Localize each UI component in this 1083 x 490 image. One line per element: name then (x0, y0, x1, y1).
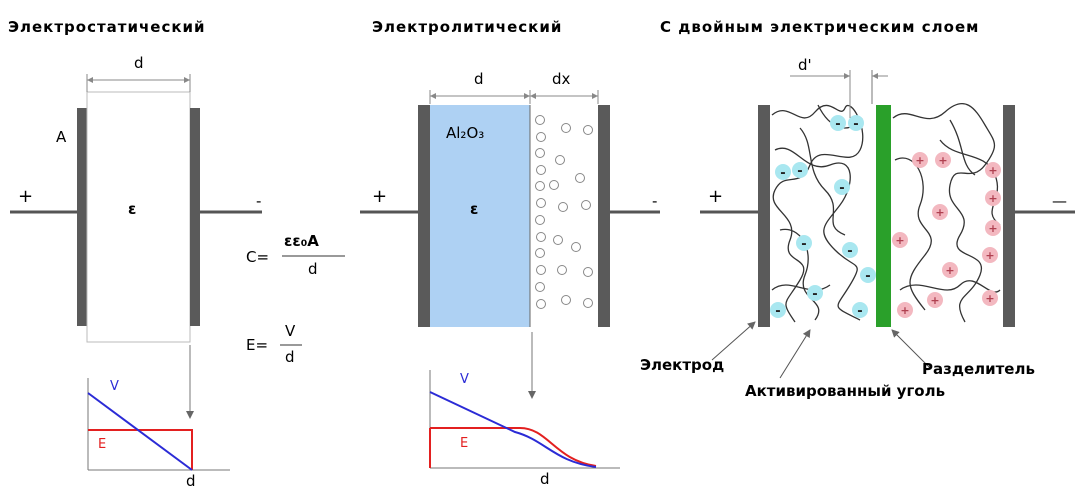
svg-text:-: - (801, 237, 806, 252)
separator-label: Разделитель (922, 360, 1035, 378)
electrolytic-plus: + (372, 186, 388, 207)
capacitance-denominator: d (308, 260, 318, 278)
electrostatic-plus: + (18, 186, 34, 207)
right-plate (190, 108, 200, 326)
electrostatic-graph (87, 378, 230, 471)
capacitance-lhs: C= (246, 248, 270, 266)
electrolytic-d-label: d (474, 70, 484, 88)
electrolyte-bubbles (535, 115, 593, 309)
svg-text:+: + (895, 234, 904, 247)
potential-line (87, 392, 193, 471)
separator-leader (891, 329, 931, 369)
title-electrolytic: Электролитический (372, 18, 563, 36)
dielectric-region (86, 91, 191, 343)
double-layer-plus: + (708, 186, 724, 207)
electrostatic-epsilon: ε (128, 200, 137, 218)
svg-text:+: + (930, 294, 939, 307)
svg-text:+: + (988, 164, 997, 177)
svg-text:+: + (985, 292, 994, 305)
svg-text:+: + (935, 206, 944, 219)
title-electrostatic: Электростатический (8, 18, 206, 36)
electrolytic-graph-d: d (540, 470, 550, 488)
right-electrode (1003, 105, 1015, 327)
electrostatic-area-label: A (56, 128, 67, 146)
svg-text:-: - (865, 269, 870, 284)
svg-text:-: - (797, 164, 802, 179)
svg-text:-: - (812, 287, 817, 302)
activated-carbon-label: Активированный уголь (745, 382, 946, 400)
svg-text:+: + (945, 264, 954, 277)
svg-text:-: - (835, 117, 840, 132)
electrolytic-epsilon: ε (470, 200, 479, 218)
electrostatic-capacitor (10, 74, 262, 471)
field-lhs: E= (246, 336, 269, 354)
cathode-plate (598, 105, 610, 327)
oxide-label: Al₂O₃ (446, 124, 485, 142)
electrostatic-d-label: d (134, 54, 144, 72)
electrolytic-minus: - (652, 192, 658, 210)
field-denominator: d (285, 348, 295, 366)
electrolytic-graph-v: V (460, 372, 469, 387)
separator (876, 105, 891, 327)
svg-text:+: + (988, 192, 997, 205)
electrostatic-minus: - (256, 192, 262, 210)
double-layer-capacitor: ----------- ++++++++++++ (700, 70, 1075, 379)
electrostatic-graph-d: d (186, 472, 196, 490)
electrolytic-dx-label: dx (552, 70, 571, 88)
svg-text:+: + (900, 304, 909, 317)
anode-plate (418, 105, 430, 327)
carbon-leader (779, 329, 811, 379)
negative-ions: ----------- (770, 115, 876, 319)
left-electrode (758, 105, 770, 327)
double-layer-minus: — (1052, 192, 1067, 210)
svg-text:-: - (853, 117, 858, 132)
electrostatic-graph-v: V (110, 379, 119, 394)
title-double-layer: С двойным электрическим слоем (660, 18, 980, 36)
electrostatic-graph-e: E (98, 437, 107, 452)
left-plate (77, 108, 87, 326)
oxide-layer (430, 105, 530, 327)
svg-text:-: - (780, 166, 785, 181)
svg-text:-: - (857, 304, 862, 319)
electrolytic-graph-e: E (460, 436, 469, 451)
svg-text:-: - (847, 244, 852, 259)
svg-text:+: + (985, 249, 994, 262)
electrolytic-capacitor (360, 90, 660, 469)
svg-text:-: - (839, 181, 844, 196)
svg-text:+: + (938, 154, 947, 167)
electrode-leader (711, 321, 756, 361)
field-line (88, 429, 193, 470)
field-numerator: V (285, 322, 296, 340)
svg-text:+: + (988, 222, 997, 235)
double-layer-d-label: d' (798, 56, 812, 74)
svg-text:-: - (775, 304, 780, 319)
svg-text:+: + (915, 154, 924, 167)
positive-ions: + + + + + + + + + + + + (892, 152, 1001, 318)
electrode-label: Электрод (640, 356, 725, 374)
capacitance-numerator: εε₀A (284, 232, 319, 250)
electrolytic-graph (429, 370, 620, 469)
